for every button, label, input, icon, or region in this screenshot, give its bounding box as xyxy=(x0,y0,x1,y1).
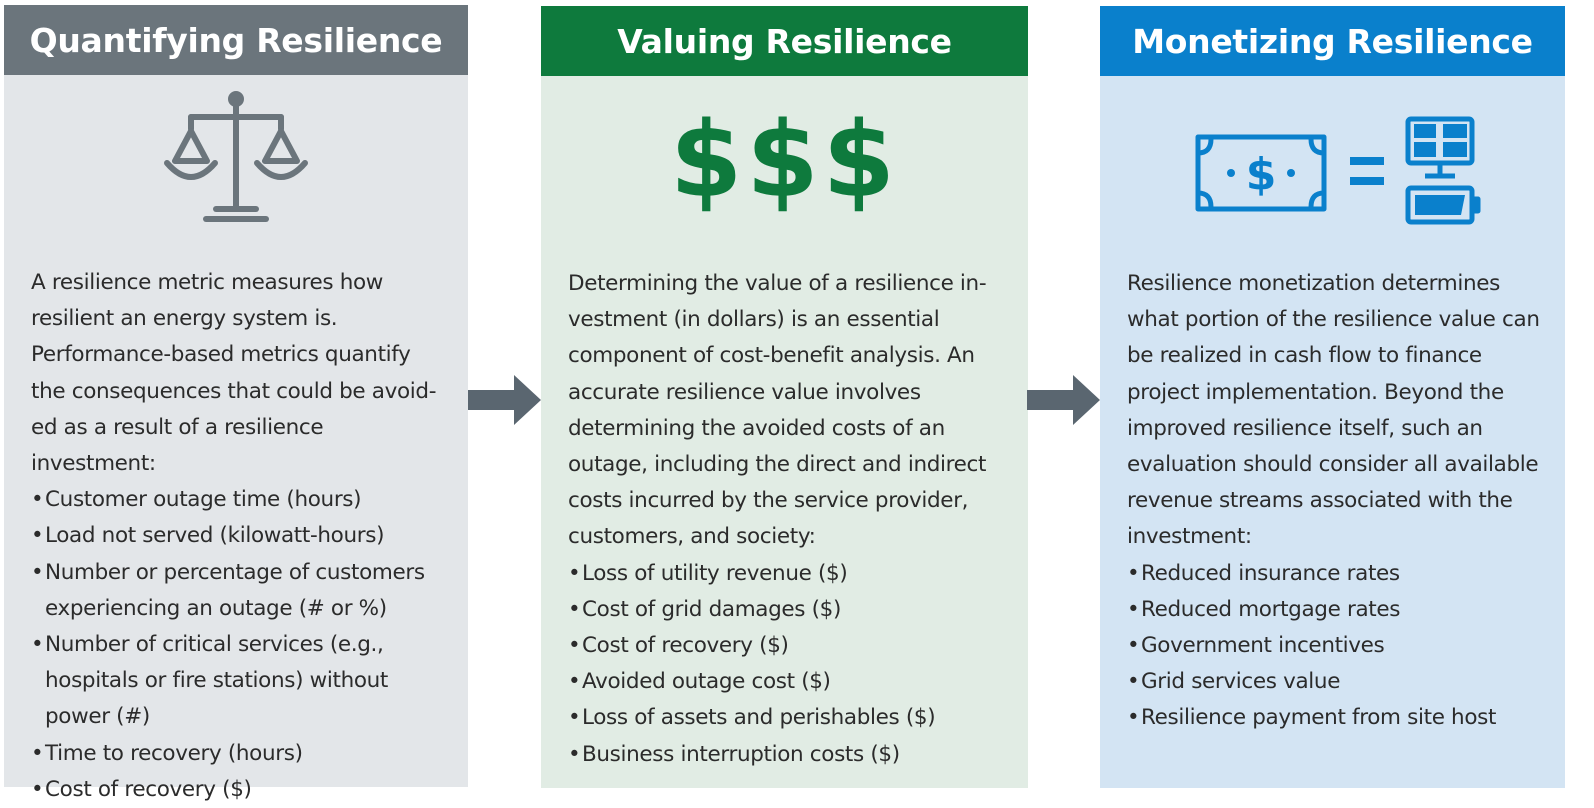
list-item: Avoided outage cost ($) xyxy=(568,664,1010,700)
bullet-list: Loss of utility revenue ($) Cost of grid… xyxy=(568,556,1010,773)
monetizing-resilience-panel: Monetizing Resilience $ xyxy=(1100,6,1565,788)
panel-paragraph: A resilience metric measures how resilie… xyxy=(31,270,437,477)
list-item: Cost of recovery ($) xyxy=(568,628,1010,664)
bullet-list: Reduced insurance rates Reduced mortgage… xyxy=(1127,556,1547,737)
valuing-resilience-panel: Valuing Resilience $$$ Determining the v… xyxy=(541,6,1028,788)
panel-title: Valuing Resilience xyxy=(541,6,1028,76)
list-item: Business interruption costs ($) xyxy=(568,737,1010,773)
money-equals-solar-battery-icon: $ xyxy=(1100,90,1565,230)
dollar-signs-text: $$$ xyxy=(669,99,900,221)
list-item: Resilience payment from site host xyxy=(1127,700,1547,736)
panel-text: A resilience metric measures how resilie… xyxy=(31,265,450,808)
svg-text:$: $ xyxy=(1245,149,1276,200)
list-item: Customer outage time (hours) xyxy=(31,482,450,518)
panel-text: Determining the value of a resilience in… xyxy=(568,266,1010,773)
panel-paragraph: Determining the value of a resilience in… xyxy=(568,271,987,550)
panel-title: Quantifying Resilience xyxy=(4,5,468,75)
list-item: Loss of assets and perishables ($) xyxy=(568,700,1010,736)
panel-title: Monetizing Resilience xyxy=(1100,6,1565,76)
panel-body: $ xyxy=(1100,76,1565,788)
list-item: Load not served (kilowatt-hours) xyxy=(31,518,450,554)
balance-scale-icon xyxy=(4,89,468,229)
list-item: Number of critical services (e.g., hospi… xyxy=(31,627,450,736)
panel-text: Resilience monetization determines what … xyxy=(1127,266,1547,737)
list-item: Time to recovery (hours) xyxy=(31,736,450,772)
bullet-list: Customer outage time (hours) Load not se… xyxy=(31,482,450,808)
list-item: Grid services value xyxy=(1127,664,1547,700)
quantifying-resilience-panel: Quantifying Resilience xyxy=(4,5,468,808)
dollar-signs-icon: $$$ xyxy=(541,90,1028,230)
list-item: Reduced insurance rates xyxy=(1127,556,1547,592)
panel-body: $$$ Determining the value of a resilienc… xyxy=(541,76,1028,788)
list-item: Number or percentage of customers experi… xyxy=(31,555,450,627)
list-item: Cost of recovery ($) xyxy=(31,772,450,808)
right-arrow-icon xyxy=(468,375,541,425)
right-arrow-icon xyxy=(1027,375,1100,425)
panel-body: A resilience metric measures how resilie… xyxy=(4,75,468,808)
list-item: Cost of grid damages ($) xyxy=(568,592,1010,628)
list-item: Loss of utility revenue ($) xyxy=(568,556,1010,592)
list-item: Government incentives xyxy=(1127,628,1547,664)
panel-paragraph: Resilience monetization determines what … xyxy=(1127,271,1540,550)
list-item: Reduced mortgage rates xyxy=(1127,592,1547,628)
